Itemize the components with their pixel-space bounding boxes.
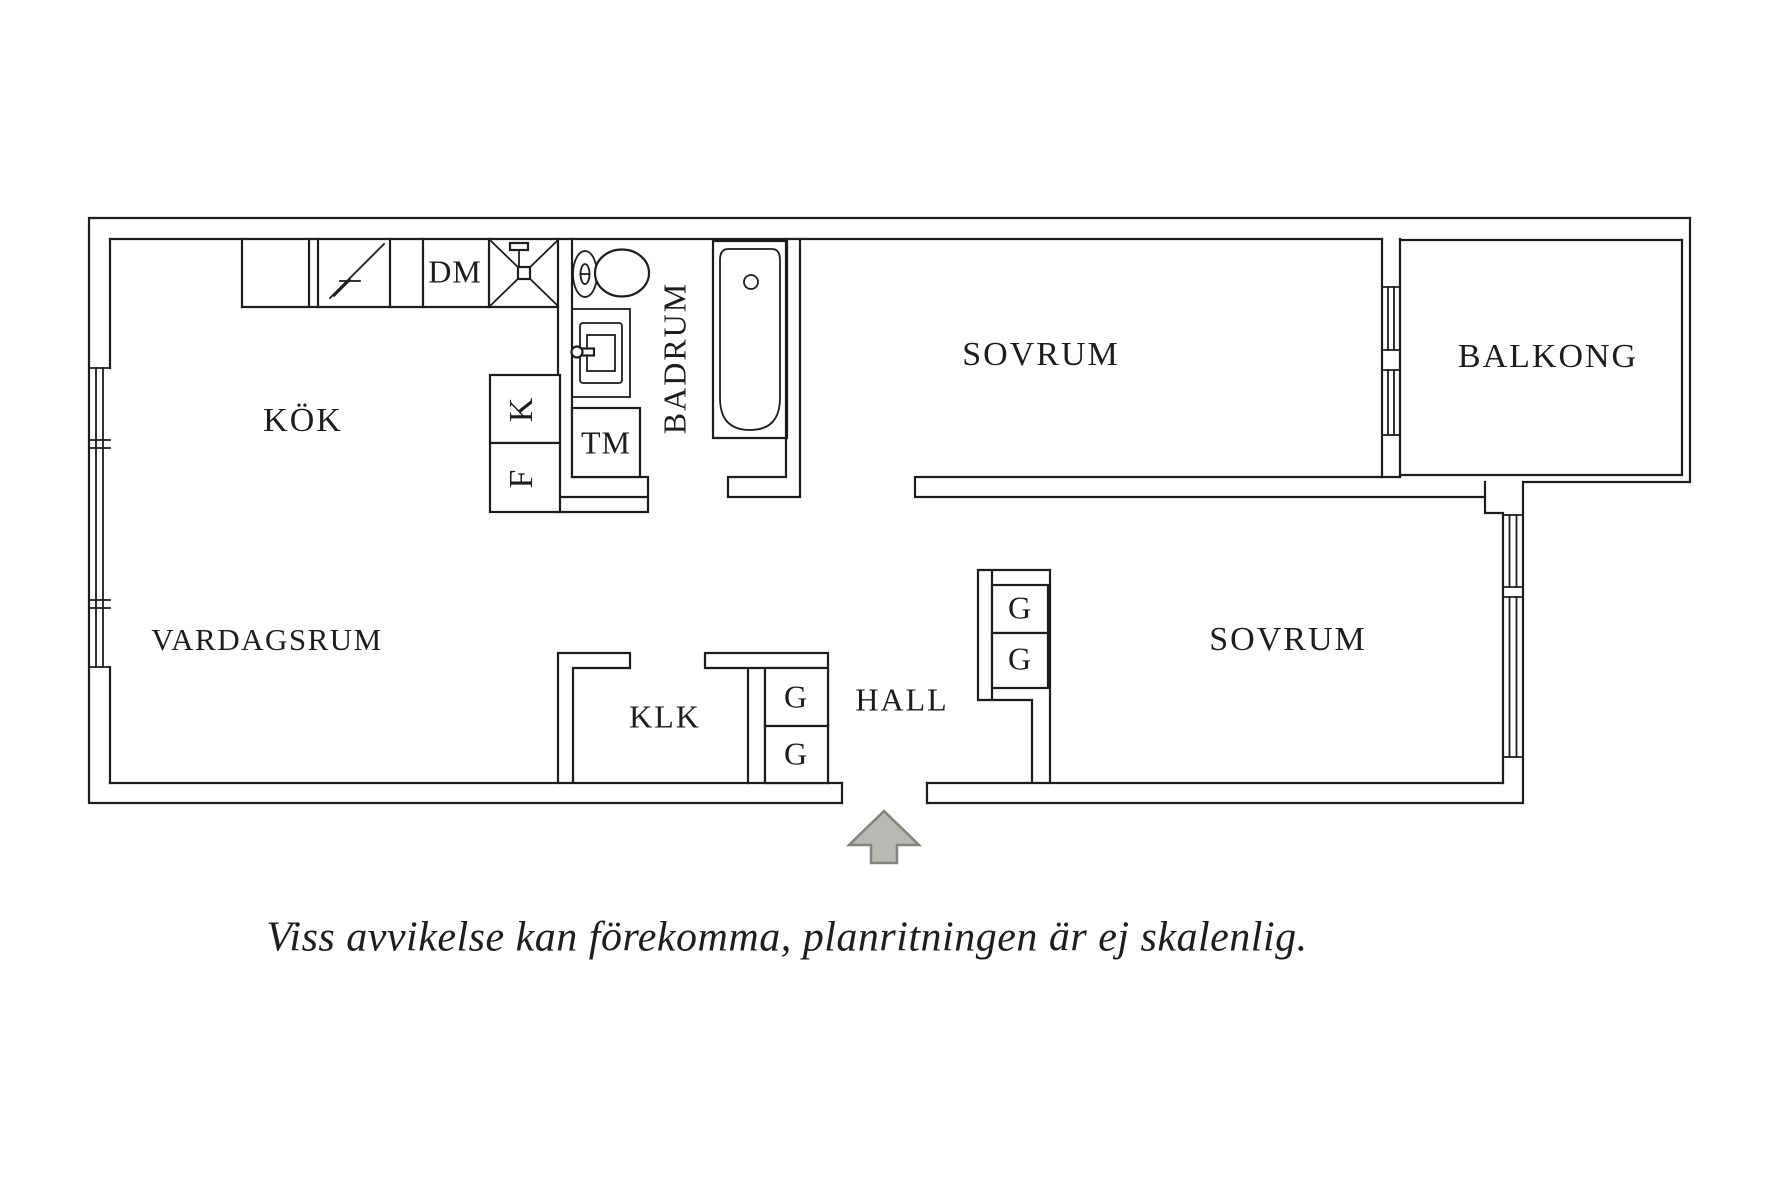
exterior-walls (87, 216, 1692, 805)
room-label-vardagsrum: VARDAGSRUM (151, 622, 383, 657)
room-label-kok: KÖK (263, 402, 343, 439)
label-fridge: K (503, 396, 540, 423)
room-label-hall: HALL (855, 681, 948, 717)
label-wardrobe-2: G (784, 735, 808, 771)
bathtub-icon (711, 239, 789, 440)
room-label-sovrum-1: SOVRUM (962, 336, 1119, 373)
window-balcony-glazing (1387, 286, 1395, 436)
label-wardrobe-4: G (1008, 640, 1032, 676)
label-wardrobe-1: G (784, 678, 808, 714)
wardrobe-box-1 (763, 666, 830, 728)
windows (88, 237, 1524, 758)
washbasin-icon (570, 308, 631, 398)
wardrobe-box-4 (990, 631, 1050, 690)
label-freezer: F (503, 468, 540, 489)
label-washing-machine: TM (581, 424, 631, 460)
washing-machine-box (570, 406, 642, 479)
room-label-sovrum-2: SOVRUM (1209, 621, 1366, 658)
freezer-box (488, 441, 562, 514)
disclaimer-caption: Viss avvikelse kan förekomma, planritnin… (266, 915, 1307, 961)
bathroom-fixtures (570, 239, 789, 440)
label-dishwasher: DM (428, 253, 482, 289)
kitchen-sink-icon (489, 239, 559, 307)
stove-icon (328, 242, 386, 300)
labels: KÖK VARDAGSRUM BADRUM SOVRUM SOVRUM BALK… (151, 253, 1638, 961)
toilet-icon (572, 248, 651, 298)
window-east-glazing (1508, 514, 1518, 758)
room-label-klk: KLK (629, 698, 701, 734)
kitchen-counter (240, 237, 560, 309)
label-wardrobe-3: G (1008, 589, 1032, 625)
window-west-glazing (95, 367, 104, 668)
appliances (488, 373, 642, 514)
room-label-balkong: BALKONG (1458, 338, 1638, 375)
wardrobes (763, 583, 1050, 785)
wardrobe-box-2 (763, 724, 830, 785)
entrance-arrow-outline (845, 809, 923, 865)
room-label-badrum: BADRUM (656, 282, 692, 434)
entrance-arrow-icon (849, 811, 919, 863)
